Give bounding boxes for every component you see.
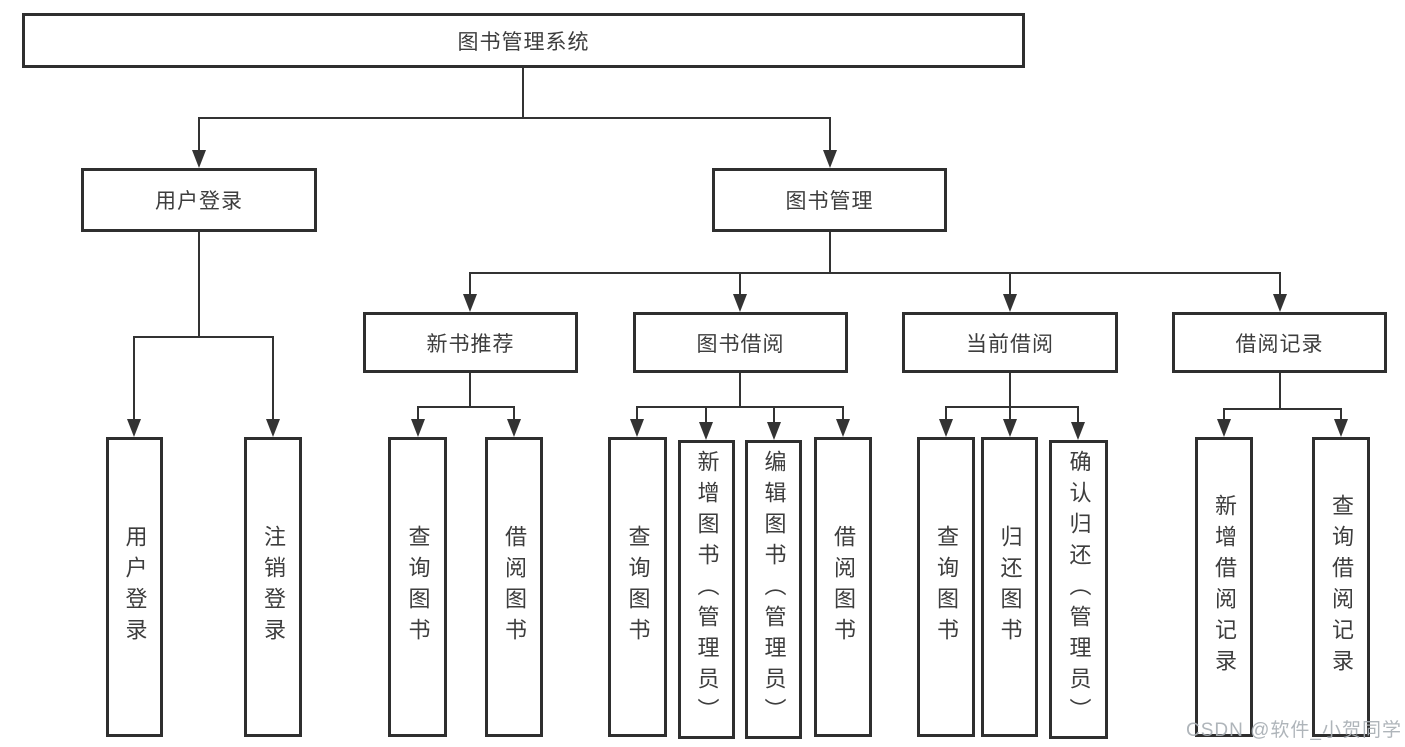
node-label: 新书推荐	[426, 332, 515, 356]
connector-drop	[198, 117, 200, 154]
leaf-edit-books-admin: 编辑图书（管理员）	[745, 440, 802, 739]
arrowhead-down-icon	[1334, 419, 1348, 437]
connector-bar	[417, 406, 515, 408]
node-label: 图书借阅	[696, 332, 785, 356]
node-label: 查询借阅记录	[1329, 494, 1354, 680]
leaf-return-books: 归还图书	[981, 437, 1038, 737]
connector-bar	[636, 406, 844, 408]
connector-drop	[705, 406, 707, 426]
leaf-query-books-current: 查询图书	[917, 437, 975, 737]
connector-drop	[1279, 272, 1281, 298]
arrowhead-down-icon	[507, 419, 521, 437]
node-label: 注销登录	[261, 525, 286, 649]
node-label: 图书管理系统	[457, 30, 590, 54]
arrowhead-down-icon	[733, 294, 747, 312]
connector-drop	[829, 117, 831, 154]
arrowhead-down-icon	[1273, 294, 1287, 312]
connector-stem	[829, 232, 831, 274]
arrowhead-down-icon	[192, 150, 206, 168]
connector-stem	[1009, 373, 1011, 408]
node-current-borrowing: 当前借阅	[902, 312, 1118, 373]
arrowhead-down-icon	[630, 419, 644, 437]
connector-drop	[739, 272, 741, 298]
leaf-add-borrow-record: 新增借阅记录	[1195, 437, 1253, 737]
node-label: 借阅图书	[831, 525, 856, 649]
connector-drop	[469, 272, 471, 298]
arrowhead-down-icon	[1217, 419, 1231, 437]
node-label: 当前借阅	[966, 332, 1054, 356]
connector-stem	[1279, 373, 1281, 410]
arrowhead-down-icon	[411, 419, 425, 437]
node-label: 查询图书	[934, 525, 959, 649]
connector-drop	[1009, 272, 1011, 298]
connector-stem	[469, 373, 471, 408]
arrowhead-down-icon	[699, 422, 713, 440]
connector-drop	[1340, 408, 1342, 423]
leaf-query-borrow-record: 查询借阅记录	[1312, 437, 1370, 737]
leaf-borrow-books-borrowing: 借阅图书	[814, 437, 872, 737]
connector-drop	[636, 406, 638, 423]
node-label: 用户登录	[155, 190, 243, 213]
leaf-user-login: 用户登录	[106, 437, 163, 737]
connector-bar	[198, 117, 831, 119]
connector-drop	[945, 406, 947, 423]
connector-drop	[842, 406, 844, 423]
arrowhead-down-icon	[1003, 419, 1017, 437]
connector-drop	[1223, 408, 1225, 423]
node-label: 查询图书	[405, 525, 431, 649]
node-user-login: 用户登录	[81, 168, 317, 232]
arrowhead-down-icon	[1071, 422, 1085, 440]
connector-stem	[198, 232, 200, 338]
connector-drop	[417, 406, 419, 423]
leaf-add-books-admin: 新增图书（管理员）	[678, 440, 735, 739]
arrowhead-down-icon	[836, 419, 850, 437]
node-label: 归还图书	[997, 525, 1023, 649]
node-label: 借阅图书	[502, 525, 527, 649]
connector-drop	[773, 406, 775, 426]
node-label: 新增图书（管理员）	[694, 450, 720, 729]
leaf-query-books-borrowing: 查询图书	[608, 437, 667, 737]
node-root-library-system: 图书管理系统	[22, 13, 1025, 68]
node-book-borrowing: 图书借阅	[633, 312, 848, 373]
leaf-logout: 注销登录	[244, 437, 302, 737]
leaf-borrow-books-recommend: 借阅图书	[485, 437, 543, 737]
arrowhead-down-icon	[823, 150, 837, 168]
connector-bar	[469, 272, 1281, 274]
connector-bar	[945, 406, 1079, 408]
node-label: 借阅记录	[1235, 332, 1324, 356]
arrowhead-down-icon	[767, 422, 781, 440]
arrowhead-down-icon	[939, 419, 953, 437]
arrowhead-down-icon	[127, 419, 141, 437]
connector-drop	[1077, 406, 1079, 426]
connector-bar	[133, 336, 274, 338]
arrowhead-down-icon	[463, 294, 477, 312]
node-book-management: 图书管理	[712, 168, 947, 232]
arrowhead-down-icon	[1003, 294, 1017, 312]
connector-stem	[522, 68, 524, 119]
node-label: 编辑图书（管理员）	[761, 450, 787, 729]
connector-drop	[1009, 406, 1011, 423]
connector-drop	[272, 336, 274, 423]
connector-drop	[513, 406, 515, 423]
node-new-book-recommend: 新书推荐	[363, 312, 578, 373]
leaf-confirm-return-admin: 确认归还（管理员）	[1049, 440, 1108, 739]
arrowhead-down-icon	[266, 419, 280, 437]
node-borrowing-records: 借阅记录	[1172, 312, 1387, 373]
node-label: 新增借阅记录	[1212, 494, 1237, 680]
node-label: 确认归还（管理员）	[1066, 450, 1092, 729]
connector-drop	[133, 336, 135, 423]
leaf-query-books-recommend: 查询图书	[388, 437, 447, 737]
connector-stem	[739, 373, 741, 408]
node-label: 图书管理	[785, 190, 874, 213]
node-label: 用户登录	[122, 525, 148, 649]
connector-bar	[1223, 408, 1342, 410]
csdn-watermark: CSDN @软件_小贺同学	[1186, 720, 1402, 741]
node-label: 查询图书	[625, 525, 651, 649]
